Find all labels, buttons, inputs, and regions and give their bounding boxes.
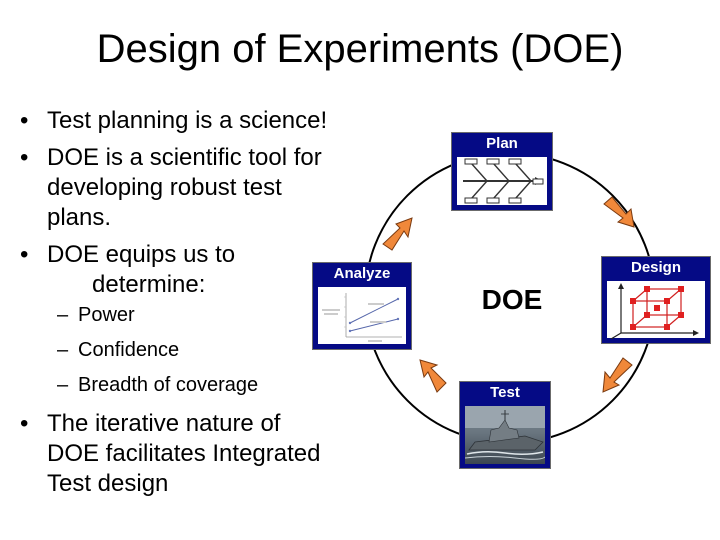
warship-photo-icon [464,406,546,464]
sub-bullet-item: Power [20,303,400,327]
test-card: Test [459,381,551,469]
bullet-text: determine: [92,271,206,298]
page-title: Design of Experiments (DOE) [96,27,624,71]
regression-plot-icon [318,287,406,344]
bullet-item: The iterative nature of DOE facilitates … [20,409,400,499]
bullet-text: DOE equips us to [47,241,236,268]
bullet-item: DOE is a scientific tool for developing … [20,143,400,233]
test-card-title: Test [460,382,550,404]
cycle-center-label: DOE [481,284,543,315]
cycle-arrow-icon [382,217,413,251]
analyze-card-title: Analyze [313,263,411,285]
bullet-item: DOE equips us to determine: [20,240,400,300]
cycle-arrow-icon [603,196,635,228]
bullet-list: Test planning is a science! DOE is a sci… [20,106,400,506]
analyze-card: Analyze [312,262,412,350]
bullet-item: Test planning is a science! [20,106,400,136]
plan-card-title: Plan [452,133,552,155]
sub-bullet-item: Confidence [20,338,400,362]
cycle-arrow-icon [602,357,633,393]
bullet-text: Test planning is a science! [47,107,328,134]
fishbone-diagram-icon [457,157,547,205]
sub-bullet-item: Breadth of coverage [20,373,400,397]
plan-card: Plan [451,132,553,211]
bullet-text: DOE facilitates Integrated [47,440,321,467]
bullet-text: Test design [47,470,169,497]
design-card: Design [601,256,711,344]
bullet-text: The iterative nature of [47,410,281,437]
cycle-arrow-icon [419,359,447,393]
bullet-text: developing robust test [47,174,282,201]
design-card-title: Design [602,257,710,279]
bullet-text: plans. [47,204,112,231]
cube-design-icon [607,281,705,340]
bullet-text: DOE is a scientific tool for [47,144,322,171]
